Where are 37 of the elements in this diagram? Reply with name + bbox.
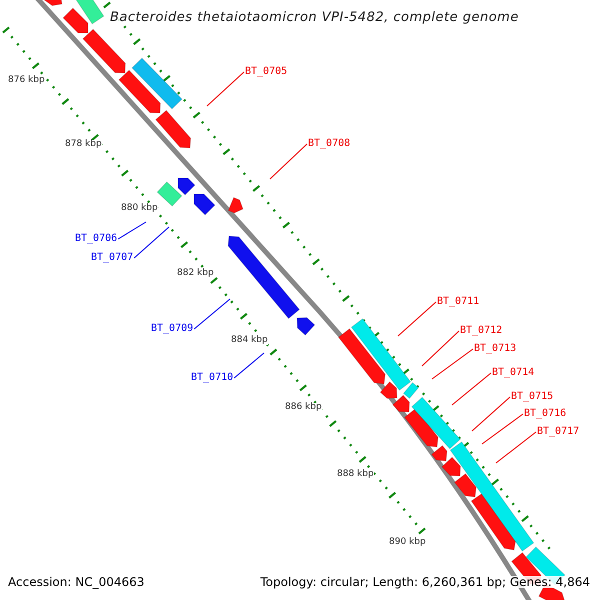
scale-label: 882 kbp xyxy=(177,269,214,278)
scale-label: 878 kbp xyxy=(65,140,102,149)
gene-label: BT_0709 xyxy=(151,324,194,334)
gene-label: BT_0714 xyxy=(492,368,534,378)
leader-line xyxy=(194,298,230,330)
scale-label: 884 kbp xyxy=(231,336,268,345)
leader-line xyxy=(452,372,492,406)
leader-line xyxy=(482,414,524,444)
gene-label: BT_0715 xyxy=(511,392,554,402)
gene-label: BT_0713 xyxy=(474,344,516,354)
leader-line xyxy=(134,226,170,258)
leader-line xyxy=(496,432,536,464)
leader-line xyxy=(234,352,264,378)
gene-label: BT_0717 xyxy=(537,427,580,437)
gene-label: BT_0712 xyxy=(460,326,502,336)
leader-line xyxy=(270,144,308,180)
gene-label: BT_0705 xyxy=(245,67,288,77)
leader-line xyxy=(398,302,436,336)
scale-label: 876 kbp xyxy=(8,76,45,85)
gene-label: BT_0711 xyxy=(437,297,480,307)
title: Bacteroides thetaiotaomicron VPI-5482, complete genome xyxy=(110,11,519,24)
gene-label: BT_0707 xyxy=(91,253,134,263)
scale-label: 890 kbp xyxy=(389,538,426,547)
gene-label: BT_0710 xyxy=(191,373,234,383)
leader-line xyxy=(422,330,460,366)
footer-text: Accession: NC_004663 xyxy=(8,576,144,588)
scale-label: 880 kbp xyxy=(121,204,158,213)
gene-label: BT_0708 xyxy=(308,139,350,149)
scale-label: 886 kbp xyxy=(285,403,322,412)
footer-text: Topology: circular; Length: 6,260,361 bp; Genes: 4,864 xyxy=(260,576,590,588)
gene-label: BT_0706 xyxy=(75,234,118,244)
leader-line xyxy=(472,396,510,432)
scale-label: 888 kbp xyxy=(337,470,374,479)
gene-label: BT_0716 xyxy=(524,409,566,419)
leader-line xyxy=(206,72,244,106)
leader-line xyxy=(432,348,474,380)
leader-line xyxy=(118,222,146,240)
